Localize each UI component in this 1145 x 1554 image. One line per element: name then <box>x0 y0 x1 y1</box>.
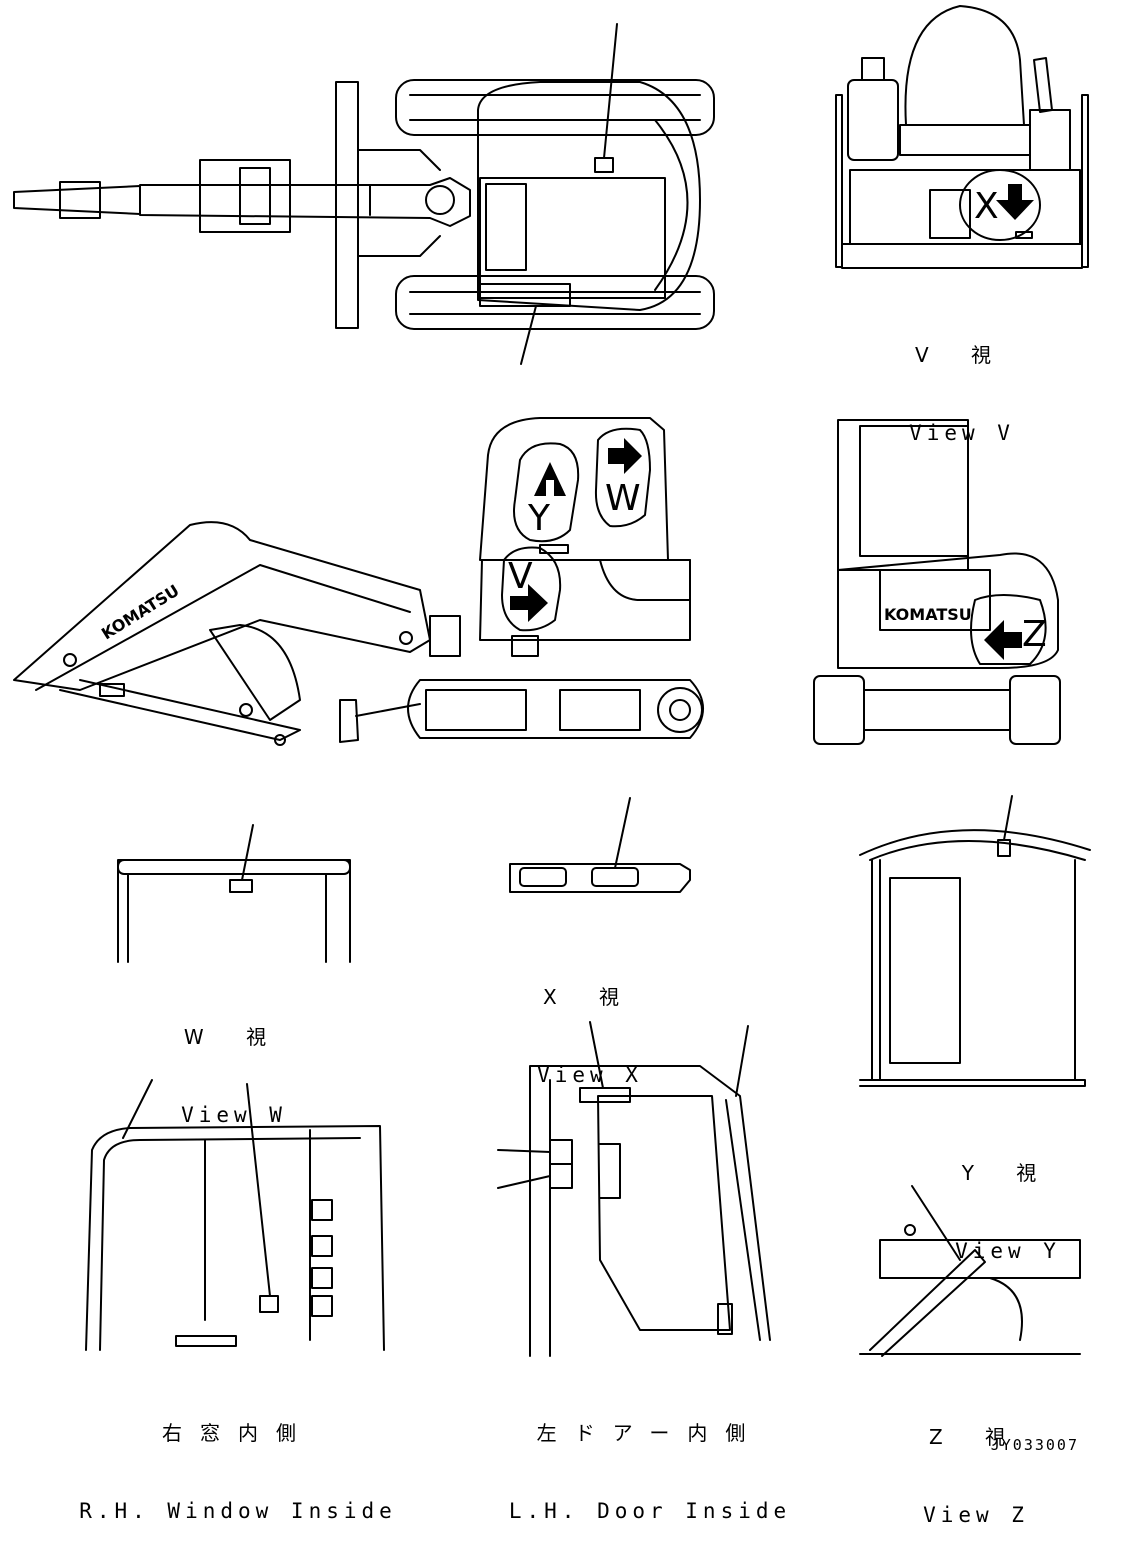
rear-view-excavator <box>813 419 1061 745</box>
view-y-drawing <box>859 795 1091 1087</box>
caption-view-x: X 視 View X <box>537 985 643 1087</box>
arrow-down-icon <box>996 184 1034 220</box>
brand-logo-rear: KOMATSU <box>884 605 972 624</box>
arrow-up-icon <box>534 462 566 496</box>
marker-x: X <box>974 186 999 227</box>
rh-window-drawing <box>85 1079 385 1351</box>
marker-y: Y <box>527 498 551 539</box>
brand-logo-boom: KOMATSU <box>98 581 183 644</box>
caption-view-z: Z 視 View Z <box>923 1425 1029 1527</box>
lh-door-drawing <box>497 1021 771 1357</box>
caption-view-y: Y 視 View Y <box>955 1161 1061 1263</box>
caption-lh-door-inside: 左ドアー内側 L.H. Door Inside <box>508 1421 792 1523</box>
arrow-right-icon <box>510 584 548 622</box>
caption-view-w: W 視 View W <box>181 1025 287 1127</box>
caption-rh-window-inside: 右窓内側 R.H. Window Inside <box>79 1421 397 1523</box>
parts-drawing: X Y W V Z KOMATSU KOMATSU <box>13 5 1091 1357</box>
view-x-drawing <box>509 797 691 893</box>
view-v-drawing <box>835 5 1089 269</box>
top-view-excavator <box>13 23 715 365</box>
view-z-drawing <box>859 1185 1081 1357</box>
document-id: JY033007 <box>990 1436 1079 1454</box>
arrow-right-icon <box>608 438 642 474</box>
marker-w: W <box>605 478 641 519</box>
caption-view-v: V 視 View V <box>909 343 1015 445</box>
arrow-left-icon <box>984 620 1022 660</box>
side-view-excavator <box>13 417 704 746</box>
marker-arrows <box>510 184 1034 660</box>
view-w-drawing <box>117 824 351 963</box>
marker-v: V <box>508 556 533 597</box>
marker-z: Z <box>1022 614 1047 655</box>
